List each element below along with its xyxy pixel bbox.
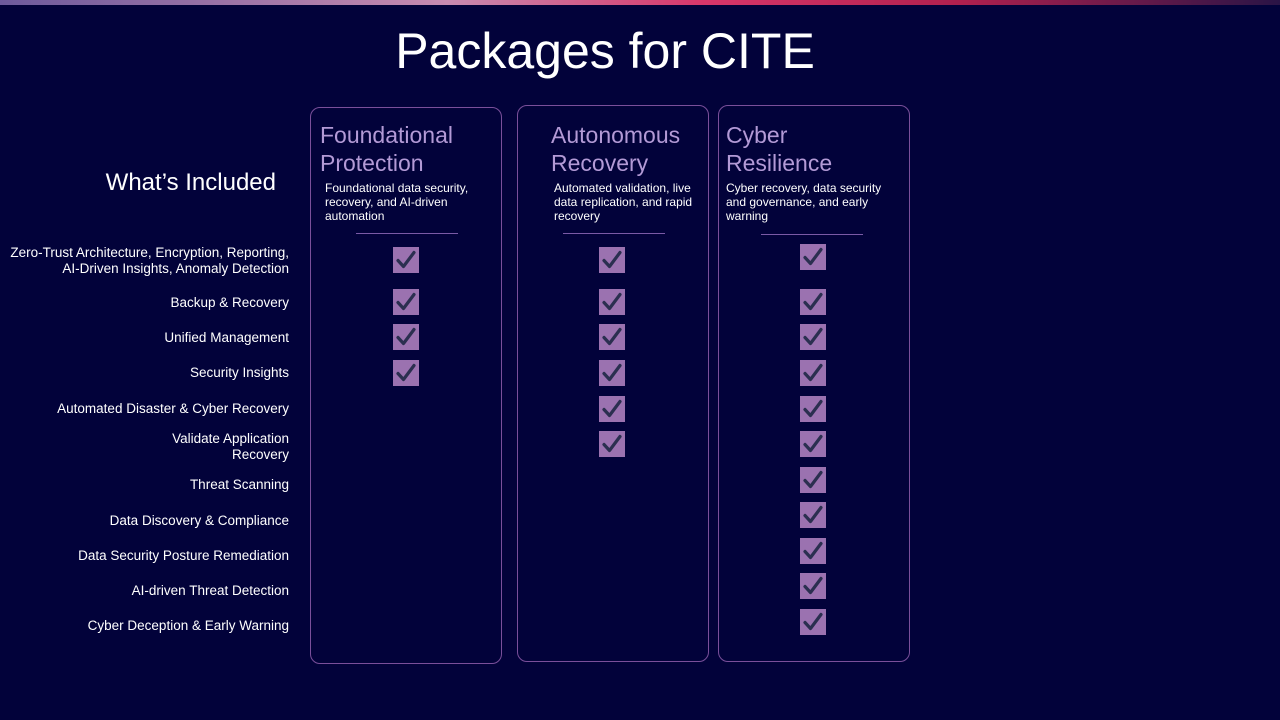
- card-divider: [356, 233, 458, 234]
- card-divider: [563, 233, 665, 234]
- top-gradient-bar: [0, 0, 1280, 5]
- checkmark-icon: [393, 247, 419, 273]
- checkmark-icon: [599, 360, 625, 386]
- checkmark-icon: [800, 538, 826, 564]
- checkmark-icon: [800, 289, 826, 315]
- checkmark-icon: [393, 360, 419, 386]
- feature-label: Automated Disaster & Cyber Recovery: [57, 401, 289, 416]
- feature-label: Data Discovery & Compliance: [109, 513, 289, 528]
- checkmark-icon: [800, 609, 826, 635]
- package-description: Cyber recovery, data security and govern…: [726, 181, 882, 223]
- checkmark-icon: [800, 324, 826, 350]
- checkmark-icon: [800, 360, 826, 386]
- feature-label: Cyber Deception & Early Warning: [87, 618, 289, 633]
- checkmark-icon: [800, 573, 826, 599]
- feature-label: AI-driven Threat Detection: [131, 583, 289, 598]
- checkmark-icon: [599, 289, 625, 315]
- checkmark-icon: [599, 324, 625, 350]
- checkmark-icon: [393, 324, 419, 350]
- checkmark-icon: [599, 431, 625, 457]
- package-description: Foundational data security, recovery, an…: [325, 181, 469, 223]
- checkmark-icon: [800, 244, 826, 270]
- checkmark-icon: [800, 396, 826, 422]
- feature-label: Zero-Trust Architecture, Encryption, Rep…: [10, 245, 289, 276]
- checkmark-icon: [393, 289, 419, 315]
- whats-included-heading: What’s Included: [105, 169, 276, 196]
- page-title: Packages for CITE: [395, 23, 815, 79]
- feature-label: Unified Management: [164, 330, 289, 345]
- package-description: Automated validation, live data replicat…: [554, 181, 693, 223]
- feature-label: Data Security Posture Remediation: [78, 548, 289, 563]
- checkmark-icon: [800, 467, 826, 493]
- checkmark-icon: [800, 431, 826, 457]
- card-divider: [761, 234, 863, 235]
- feature-label: Backup & Recovery: [170, 295, 289, 310]
- feature-label: Threat Scanning: [189, 477, 289, 492]
- feature-label: Security Insights: [189, 365, 289, 380]
- checkmark-icon: [599, 247, 625, 273]
- checkmark-icon: [800, 502, 826, 528]
- checkmark-icon: [599, 396, 625, 422]
